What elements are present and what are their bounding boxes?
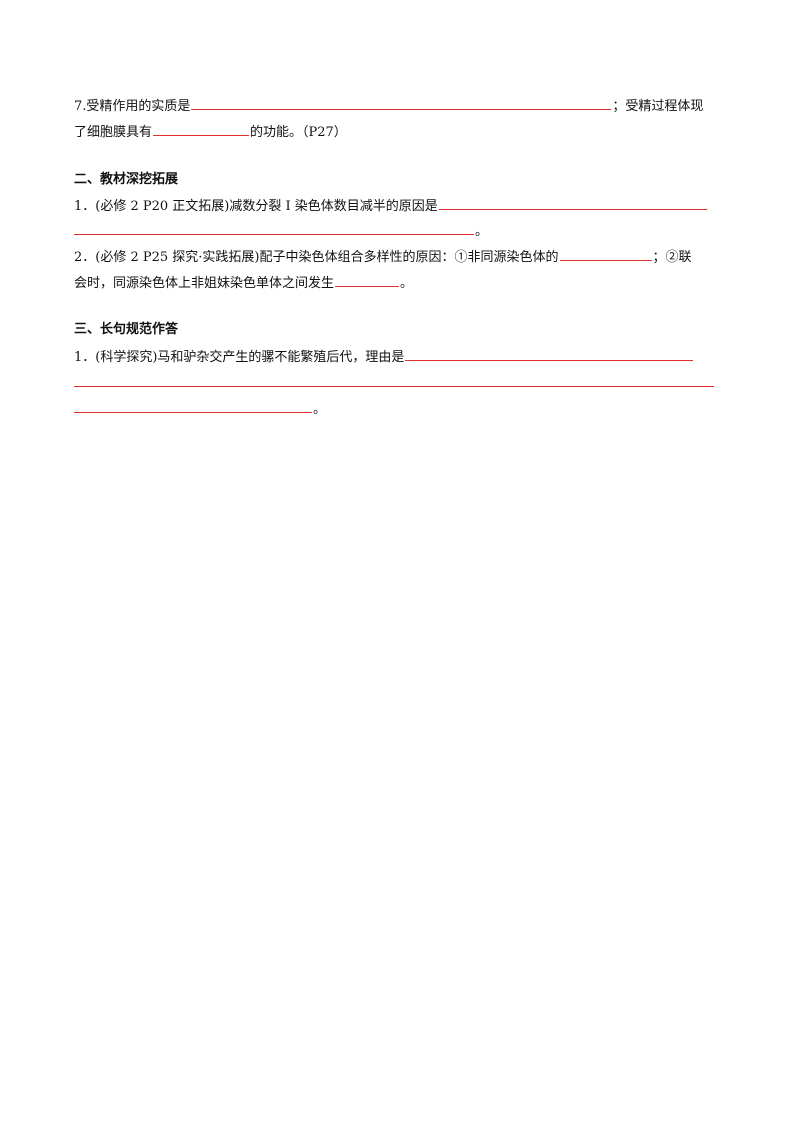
s2-q2-text-3: 会时，同源染色体上非姐妹染色单体之间发生: [74, 276, 335, 291]
s2-q2-line-1: 2．(必修 2 P25 探究·实践拓展)配子中染色体组合多样性的原因：①非同源染…: [74, 246, 692, 266]
q7-blank-2[interactable]: [153, 121, 250, 136]
s3-q1-line-1: 1．(科学探究)马和驴杂交产生的骡不能繁殖后代，理由是: [74, 346, 694, 366]
section3-title: 三、长句规范作答: [74, 322, 179, 337]
s3-q1-blank-3[interactable]: [74, 398, 312, 413]
s2-q1-blank-2[interactable]: [74, 220, 474, 235]
s3-q1-line-2: [74, 372, 715, 392]
s2-q1-blank-1[interactable]: [438, 195, 707, 210]
s2-q1-line-2: 。: [74, 220, 488, 240]
q7-line-1: 7.受精作用的实质是 ；受精过程体现: [74, 95, 703, 115]
s3-q1-end: 。: [313, 402, 327, 417]
section2-title: 二、教材深挖拓展: [74, 172, 179, 187]
q7-text-3: 了细胞膜具有: [74, 125, 153, 140]
q7-text-1: 7.受精作用的实质是: [74, 99, 191, 114]
s2-q2-blank-2[interactable]: [335, 272, 400, 287]
s2-q2-line-2: 会时，同源染色体上非姐妹染色单体之间发生 。: [74, 272, 413, 292]
q7-text-4: 的功能。（P27）: [250, 125, 347, 140]
s3-q1-blank-1[interactable]: [405, 346, 694, 361]
s2-q2-text-1: 2．(必修 2 P25 探究·实践拓展)配子中染色体组合多样性的原因：①非同源染…: [74, 250, 559, 265]
s2-q1-end: 。: [475, 224, 489, 239]
s2-q1-line-1: 1．(必修 2 P20 正文拓展)减数分裂 I 染色体数目减半的原因是: [74, 195, 708, 215]
s3-q1-blank-2[interactable]: [74, 372, 714, 387]
s2-q1-text: 1．(必修 2 P20 正文拓展)减数分裂 I 染色体数目减半的原因是: [74, 199, 438, 214]
s2-q2-blank-1[interactable]: [559, 246, 652, 261]
q7-blank-1[interactable]: [191, 95, 612, 110]
s2-q2-text-2: ；②联: [652, 250, 692, 265]
s3-q1-line-3: 。: [74, 398, 326, 418]
s2-q2-end: 。: [400, 276, 414, 291]
s3-q1-text: 1．(科学探究)马和驴杂交产生的骡不能繁殖后代，理由是: [74, 350, 405, 365]
q7-text-2: ；受精过程体现: [612, 99, 704, 114]
q7-line-2: 了细胞膜具有 的功能。（P27）: [74, 121, 347, 141]
